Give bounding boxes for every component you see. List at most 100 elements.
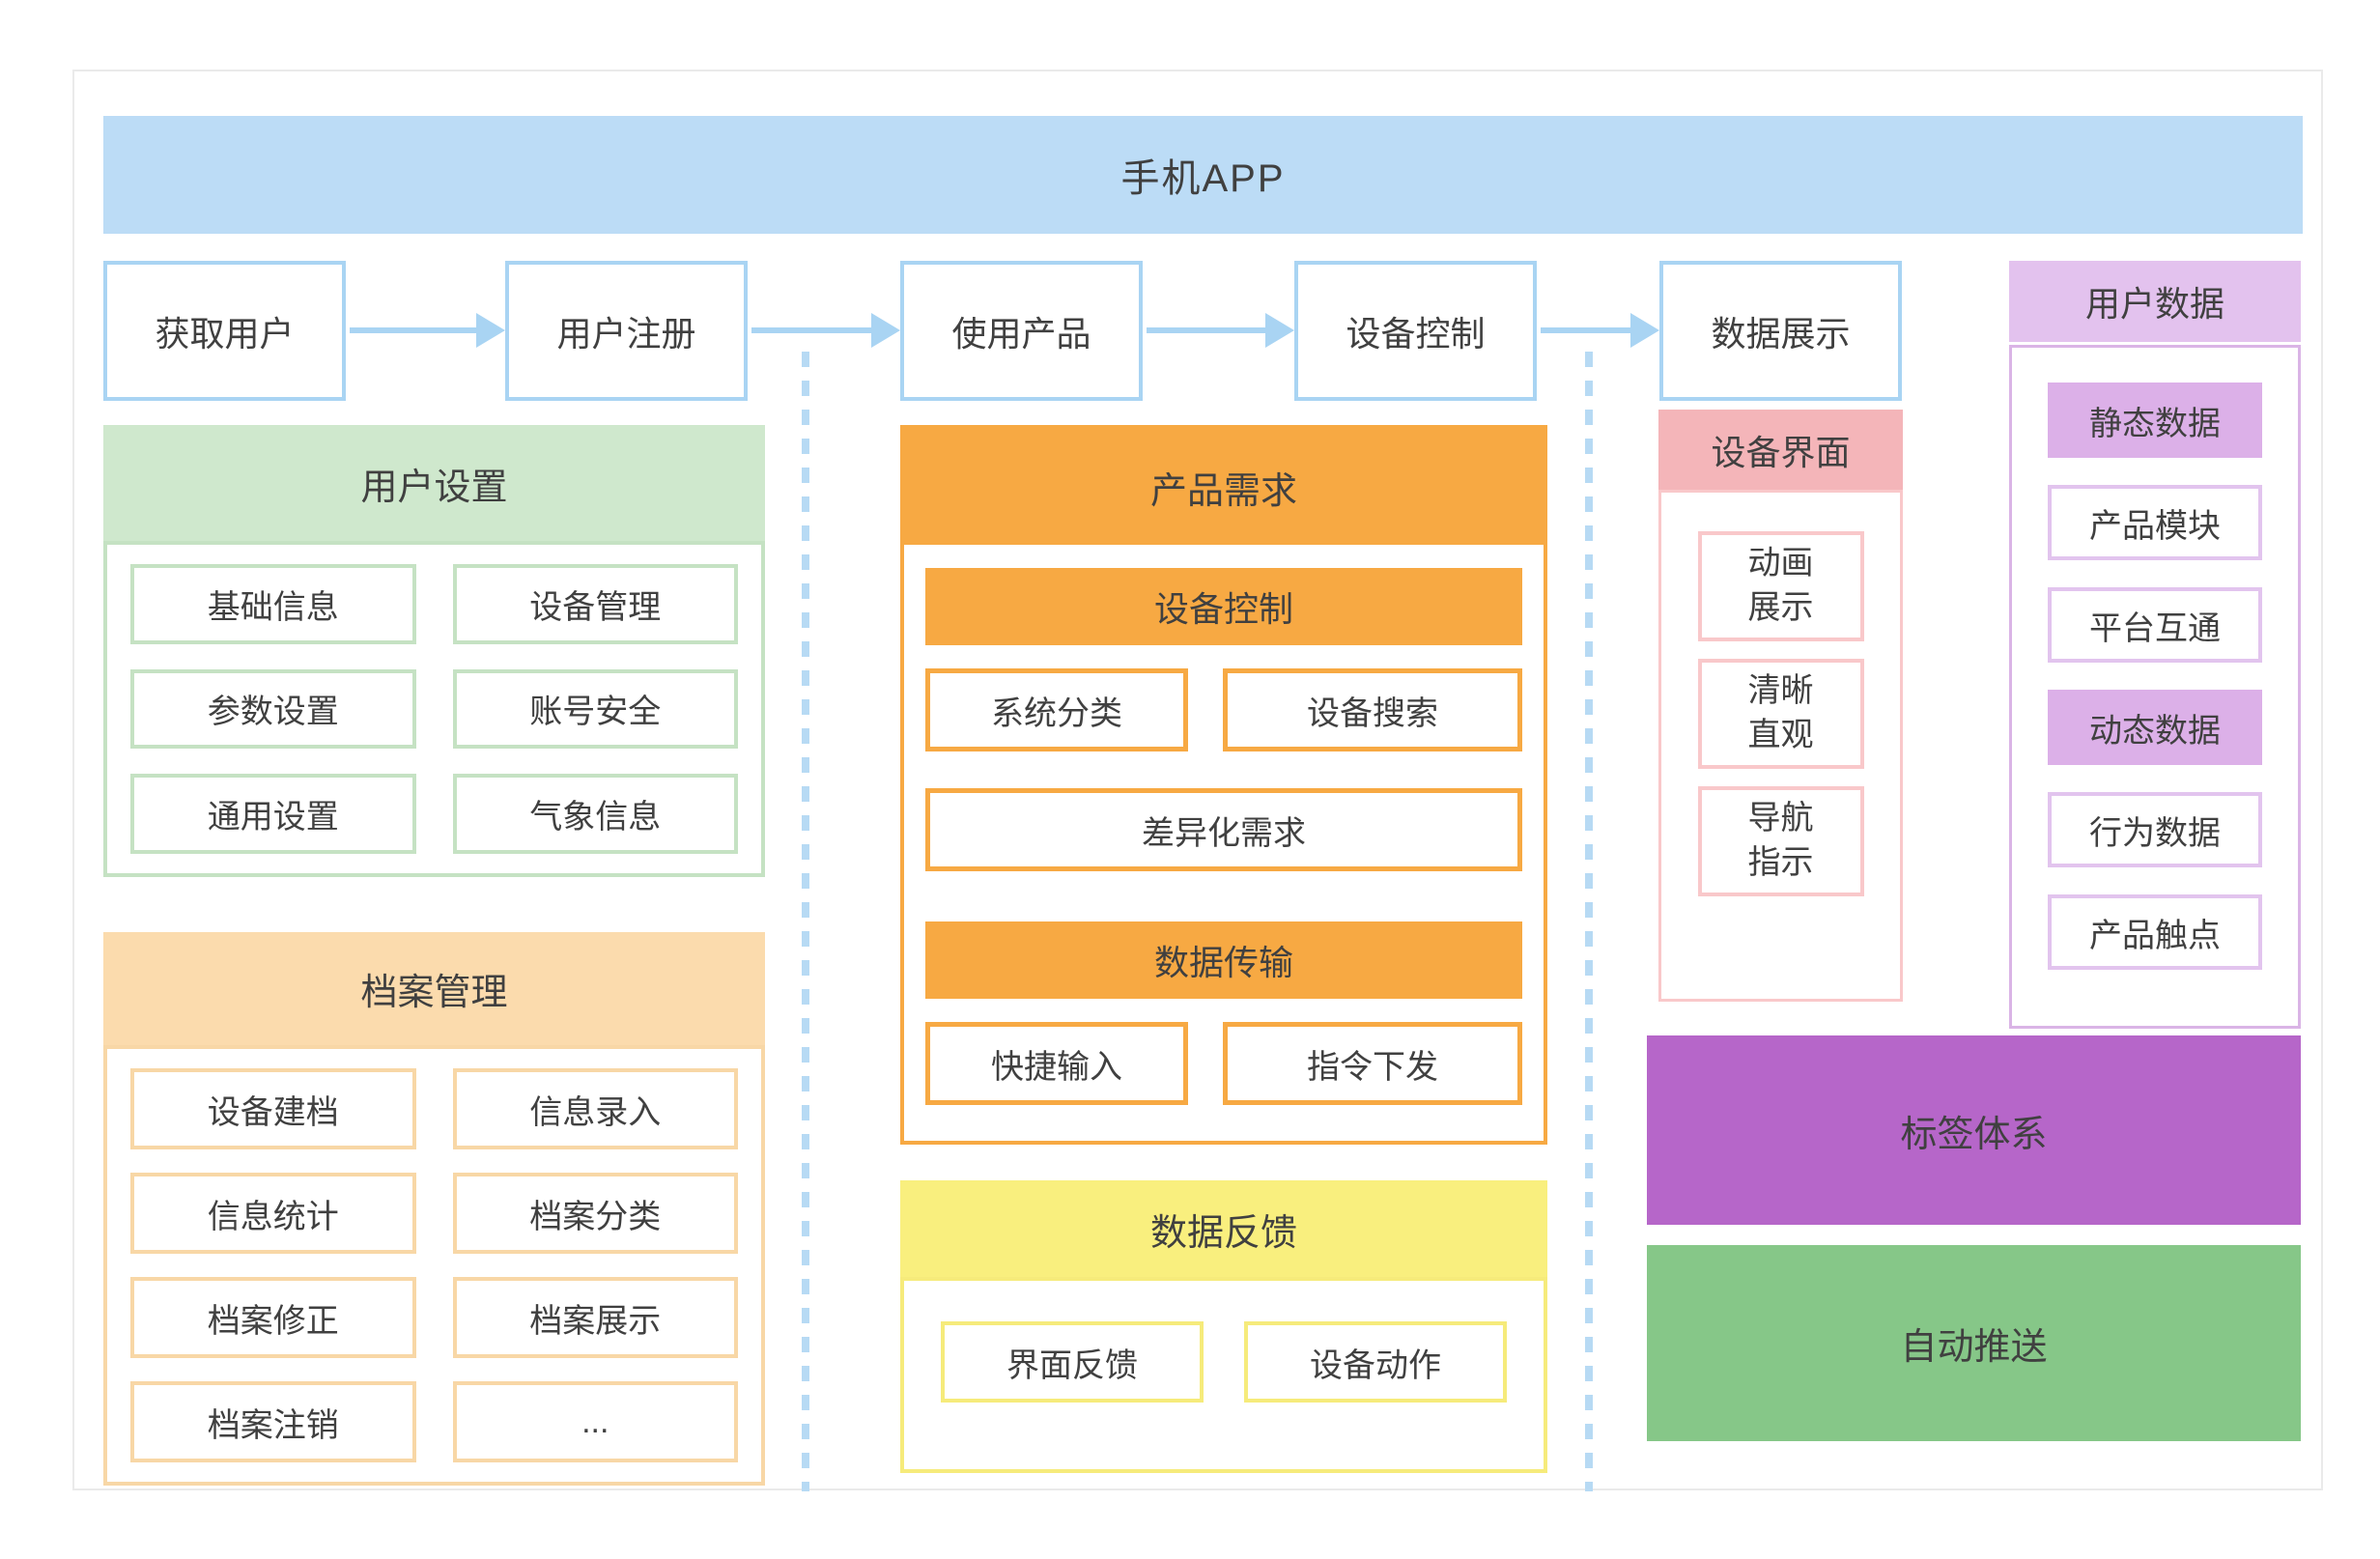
user-data-item: 行为数据 — [2048, 792, 2262, 867]
arrow-head-icon — [871, 313, 900, 348]
item-label-line1: 动画 — [1747, 545, 1814, 582]
archive-item: 档案展示 — [452, 1277, 738, 1358]
flow-arrow — [350, 313, 505, 348]
item-label: 档案注销 — [207, 1406, 339, 1444]
flow-step-user-register: 用户注册 — [505, 261, 748, 401]
item-label: 账号安全 — [529, 694, 662, 731]
item-label: 信息统计 — [207, 1198, 339, 1235]
product-req-item: 快捷输入 — [925, 1022, 1188, 1105]
item-label: 静态数据 — [2089, 405, 2221, 442]
flow-step-label: 设备控制 — [1346, 313, 1486, 354]
flow-step-label: 数据展示 — [1711, 313, 1851, 354]
archive-item-more: ... — [452, 1381, 738, 1462]
section-title: 产品需求 — [1149, 470, 1297, 512]
item-label: 参数设置 — [207, 694, 339, 731]
arrow-shaft — [350, 327, 480, 333]
product-req-item: 系统分类 — [925, 668, 1188, 751]
auto-push-bar: 自动推送 — [1647, 1245, 2301, 1441]
user-data-item: 产品触点 — [2048, 894, 2262, 970]
section-title: 档案管理 — [360, 973, 508, 1013]
arrow-head-icon — [1265, 313, 1294, 348]
flow-step-device-control: 设备控制 — [1294, 261, 1537, 401]
feedback-item: 设备动作 — [1244, 1321, 1507, 1403]
archive-body: 设备建档 信息录入 信息统计 档案分类 档案修正 档案展示 档案注销 ... — [103, 1045, 765, 1486]
item-label: 档案展示 — [529, 1302, 662, 1340]
dashed-separator — [802, 352, 809, 1491]
user-settings-item: 设备管理 — [452, 564, 738, 644]
device-interface-item: 清晰 直观 — [1697, 659, 1864, 769]
item-label: 档案修正 — [207, 1302, 339, 1340]
item-label-line1: 导航 — [1747, 800, 1814, 837]
flow-step-data-display: 数据展示 — [1659, 261, 1902, 401]
flow-step-acquire-users: 获取用户 — [103, 261, 346, 401]
device-interface-item: 动画 展示 — [1697, 531, 1864, 641]
archive-item: 信息录入 — [452, 1068, 738, 1149]
product-requirements-header: 产品需求 — [904, 429, 1544, 545]
user-data-item-dynamic: 动态数据 — [2048, 690, 2262, 765]
item-label: 信息录入 — [529, 1093, 662, 1131]
device-control-subheader: 设备控制 — [925, 568, 1522, 645]
arrow-shaft — [1541, 327, 1634, 333]
item-label: 通用设置 — [207, 799, 339, 836]
user-data-item: 产品模块 — [2048, 485, 2262, 560]
item-label: 设备管理 — [529, 588, 662, 626]
flow-step-use-product: 使用产品 — [900, 261, 1143, 401]
data-feedback-body: 界面反馈 设备动作 — [900, 1277, 1547, 1473]
item-label: 设备搜索 — [1307, 694, 1438, 732]
device-interface-header: 设备界面 — [1658, 410, 1903, 490]
section-title: 用户设置 — [360, 467, 508, 508]
item-label: 系统分类 — [991, 694, 1122, 732]
subheader-label: 设备控制 — [1153, 589, 1293, 629]
user-data-header: 用户数据 — [2009, 261, 2301, 342]
flow-arrow — [1541, 313, 1659, 348]
item-label: 快捷输入 — [991, 1048, 1122, 1086]
data-feedback-header: 数据反馈 — [900, 1180, 1547, 1277]
user-settings-item: 账号安全 — [452, 668, 738, 750]
diagram-frame: 手机APP 获取用户 用户注册 使用产品 设备控制 数据展示 用户设置 基础信息 — [72, 70, 2323, 1491]
item-label: 动态数据 — [2089, 712, 2221, 750]
arrow-shaft — [751, 327, 875, 333]
user-settings-item: 基础信息 — [130, 564, 416, 644]
user-settings-item: 通用设置 — [130, 774, 416, 854]
section-title: 用户数据 — [2084, 284, 2224, 324]
flow-step-label: 获取用户 — [155, 313, 295, 354]
item-label-line2: 指示 — [1747, 844, 1814, 881]
user-data-body: 静态数据 产品模块 平台互通 动态数据 行为数据 产品触点 — [2009, 345, 2301, 1029]
user-settings-header: 用户设置 — [103, 425, 765, 541]
archive-item: 档案修正 — [130, 1277, 416, 1358]
user-settings-body: 基础信息 设备管理 参数设置 账号安全 通用设置 气象信息 — [103, 541, 765, 877]
tag-system-bar: 标签体系 — [1647, 1035, 2301, 1225]
item-label-line2: 展示 — [1747, 589, 1814, 626]
item-label: 产品模块 — [2089, 507, 2221, 545]
flow-step-label: 用户注册 — [556, 313, 696, 354]
item-label: 产品触点 — [2089, 917, 2221, 954]
item-label: 档案分类 — [529, 1198, 662, 1235]
device-interface-body: 动画 展示 清晰 直观 导航 指示 — [1658, 490, 1903, 1002]
item-label: ... — [581, 1403, 609, 1440]
feedback-item: 界面反馈 — [941, 1321, 1204, 1403]
item-label: 设备动作 — [1310, 1346, 1441, 1384]
item-label: 基础信息 — [207, 588, 339, 626]
item-label: 行为数据 — [2089, 814, 2221, 852]
bar-label: 自动推送 — [1900, 1327, 2048, 1368]
user-data-item-static: 静态数据 — [2048, 383, 2262, 458]
item-label: 差异化需求 — [1142, 814, 1306, 852]
arrow-shaft — [1147, 327, 1269, 333]
differentiated-needs-item: 差异化需求 — [925, 788, 1522, 871]
archive-item: 档案分类 — [452, 1173, 738, 1254]
app-banner-title: 手机APP — [1120, 157, 1286, 200]
app-banner: 手机APP — [103, 116, 2303, 234]
item-label: 平台互通 — [2089, 609, 2221, 647]
item-label: 指令下发 — [1307, 1048, 1438, 1086]
flow-step-label: 使用产品 — [951, 313, 1091, 354]
section-title: 数据反馈 — [1149, 1212, 1297, 1254]
archive-item: 设备建档 — [130, 1068, 416, 1149]
archive-header: 档案管理 — [103, 932, 765, 1045]
section-title: 设备界面 — [1711, 432, 1851, 472]
item-label-line2: 直观 — [1747, 717, 1814, 753]
item-label: 界面反馈 — [1006, 1346, 1138, 1384]
dashed-separator — [1585, 352, 1593, 1491]
arrow-head-icon — [1630, 313, 1659, 348]
device-control-items-row: 系统分类 设备搜索 — [925, 668, 1522, 751]
